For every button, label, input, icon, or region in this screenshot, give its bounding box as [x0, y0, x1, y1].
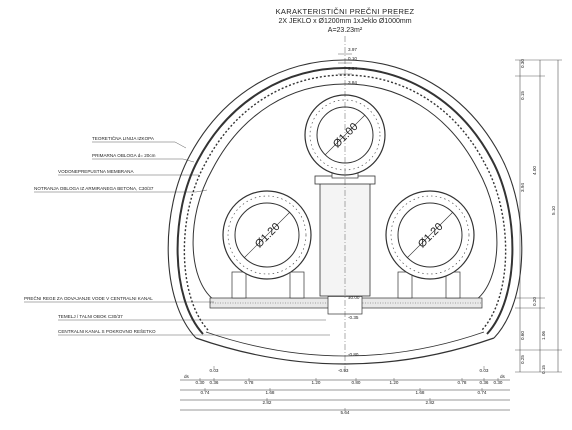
mark-2: -0.80	[348, 352, 359, 357]
label-primary-lining: PRIMARNA OBLOGA d= 20cm	[92, 153, 156, 158]
bottom-row2-value-8: 0.30	[494, 380, 503, 385]
right-dim-r4: 3.94	[520, 183, 525, 192]
mark-3: -0.93	[338, 368, 349, 373]
top-dim-3: 3.84	[348, 66, 357, 71]
section-mark-left: ds	[184, 374, 190, 379]
bottom-row2-value-5: 1.20	[390, 380, 399, 385]
right-dim-r10: 0.15	[541, 365, 546, 374]
dim-row5: 5.64	[341, 408, 350, 415]
left-pipe-bolts	[227, 195, 307, 275]
left-pipe-inner	[234, 202, 300, 268]
bottom-row1-value-0: 0.03	[210, 368, 219, 373]
right-pipe-inner	[397, 202, 463, 268]
title-line1: KARAKTERISTIČNI PREČNI PREREZ	[276, 7, 415, 16]
right-pipe-leg-b	[445, 271, 461, 299]
bottom-row1-value-1: 0.03	[480, 368, 489, 373]
bottom-row3-value-3: 0.74	[478, 390, 487, 395]
bottom-row2-value-3: 1.20	[312, 380, 321, 385]
right-dim-r7: 0.60	[520, 331, 525, 340]
label-central-channel: CENTRALNI KANAL S POKROVNO REŠETKO	[58, 328, 156, 334]
leader-1b	[174, 141, 187, 149]
bottom-row2-value-2: 0.78	[245, 380, 254, 385]
bottom-row2-value-4: 0.80	[352, 380, 361, 385]
right-dim-r8: 1.06	[541, 331, 546, 340]
bottom-row2-value-0: 0.30	[196, 380, 205, 385]
bottom-row5-value-0: 5.64	[341, 410, 350, 415]
right-dim-r6: 0.20	[532, 297, 537, 306]
dim-row3: 0.74 1.68 1.68 0.74	[201, 388, 487, 395]
title-line2: 2X JEKLO x Ø1200mm 1xJeklo Ø1000mm	[278, 18, 411, 25]
dim-row1: 0.03 0.03	[210, 366, 489, 373]
bottom-row3-value-2: 1.68	[416, 390, 425, 395]
mark-zero: ±0.00	[348, 295, 360, 300]
bottom-row4-value-1: 2.82	[426, 400, 435, 405]
dim-row4: 2.82 2.82	[263, 398, 435, 405]
left-pipe-leg-b	[289, 271, 305, 299]
right-dim-r9: 0.25	[520, 355, 525, 364]
label-cross-drain: PREČNI REGE ZA ODVAJANJE VODE V CENTRALN…	[24, 295, 153, 301]
left-pipe-leg-a	[231, 271, 247, 299]
leader-2b	[182, 158, 195, 163]
right-dimensions: 0.30 0.15 4.00 3.94 5.10 0.20 0.60 1.06 …	[515, 59, 562, 374]
leader-4b	[195, 189, 208, 193]
bottom-row3-value-1: 1.68	[266, 390, 275, 395]
right-pipe-bolts	[390, 195, 470, 275]
leader-labels: TEORETIČNA LINIJA IZKOPA PRIMARNA OBLOGA…	[24, 135, 330, 336]
section-mark-right: ds	[500, 374, 506, 379]
label-theoretical-line: TEORETIČNA LINIJA IZKOPA	[92, 135, 155, 141]
right-dim-r5: 5.10	[551, 206, 556, 215]
top-dim-2: 0.10	[348, 56, 357, 61]
label-floor-slab: TEMELJ / TALNI OBOK C30/37	[58, 314, 123, 319]
right-dim-r1: 0.30	[520, 59, 525, 68]
top-dim-4: 3.84	[348, 80, 357, 85]
bottom-row2-value-6: 0.78	[458, 380, 467, 385]
title-line3: A=23.23m²	[328, 27, 363, 34]
bottom-row3-value-0: 0.74	[201, 390, 210, 395]
label-inner-lining: NOTRANJA OBLOGA IZ ARMIRANEGA BETONA, C3…	[34, 186, 154, 191]
right-pipe-diam-line	[406, 211, 454, 259]
dim-row2: 0.30 0.36 0.78 1.20 0.80 1.20 0.78 0.36 0.30	[196, 378, 503, 385]
top-dim-1: 3.97	[348, 47, 357, 52]
bottom-row4-value-0: 2.82	[263, 400, 272, 405]
mark-1: -0.35	[348, 315, 359, 320]
left-pipe-diam-line	[243, 211, 291, 259]
bottom-row2-value-1: 0.36	[210, 380, 219, 385]
label-membrane: VODONEPREPUSTNA MEMBRANA	[58, 169, 134, 174]
primary-lining	[176, 66, 514, 335]
right-pipe-leg-a	[397, 271, 413, 299]
right-dim-r3: 4.00	[532, 166, 537, 175]
bottom-row2-value-7: 0.36	[480, 380, 489, 385]
right-dim-r2: 0.15	[520, 91, 525, 100]
